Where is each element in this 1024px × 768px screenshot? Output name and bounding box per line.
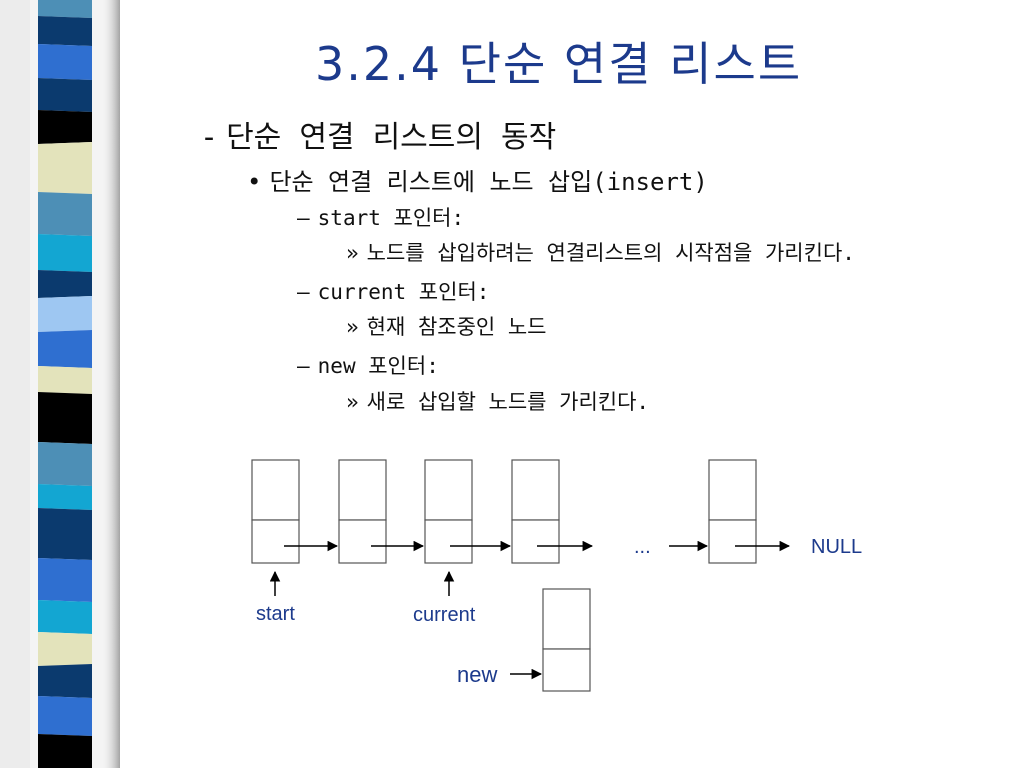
bullet-marker: • <box>247 168 262 196</box>
sub-item-text: current 포인터: <box>317 280 490 304</box>
heading-text: 단순 연결 리스트의 동작 <box>226 120 557 155</box>
heading-line: -단순 연결 리스트의 동작 <box>200 112 556 156</box>
sub-item-text: new 포인터: <box>317 354 439 378</box>
detail-item-text: 현재 참조중인 노드 <box>366 315 547 339</box>
list-node-last <box>708 459 757 564</box>
guillemet-marker: » <box>346 315 359 339</box>
list-node-1 <box>251 459 300 564</box>
sub-item-current: –current 포인터: <box>297 276 489 306</box>
ellipsis-label: ... <box>634 536 651 558</box>
list-node-4 <box>511 459 560 564</box>
detail-item-text: 새로 삽입할 노드를 가리킨다. <box>366 390 650 414</box>
sub-item-text: start 포인터: <box>317 206 465 230</box>
decorative-stripe-bar <box>0 0 120 768</box>
list-node-2 <box>338 459 387 564</box>
guillemet-marker: » <box>346 241 359 265</box>
start-label: start <box>256 603 295 625</box>
sub-item-start: –start 포인터: <box>297 202 464 232</box>
sub-item-new: –new 포인터: <box>297 350 439 380</box>
detail-item-text: 노드를 삽입하려는 연결리스트의 시작점을 가리킨다. <box>366 241 855 265</box>
dash-marker: - <box>200 120 219 155</box>
detail-item-start: » 노드를 삽입하려는 연결리스트의 시작점을 가리킨다. <box>346 237 855 267</box>
bullet-line: •단순 연결 리스트에 노드 삽입(insert) <box>247 162 708 197</box>
en-dash-marker: – <box>297 206 310 230</box>
new-label: new <box>457 662 497 687</box>
detail-item-new: » 새로 삽입할 노드를 가리킨다. <box>346 386 649 416</box>
en-dash-marker: – <box>297 354 310 378</box>
detail-item-current: » 현재 참조중인 노드 <box>346 311 547 341</box>
new-node <box>542 588 591 692</box>
guillemet-marker: » <box>346 390 359 414</box>
bullet-text: 단순 연결 리스트에 노드 삽입(insert) <box>269 168 708 196</box>
current-label: current <box>413 604 476 626</box>
null-label: NULL <box>811 536 862 558</box>
en-dash-marker: – <box>297 280 310 304</box>
list-node-3 <box>424 459 473 564</box>
slide-title: 3.2.4 단순 연결 리스트 <box>315 37 803 91</box>
